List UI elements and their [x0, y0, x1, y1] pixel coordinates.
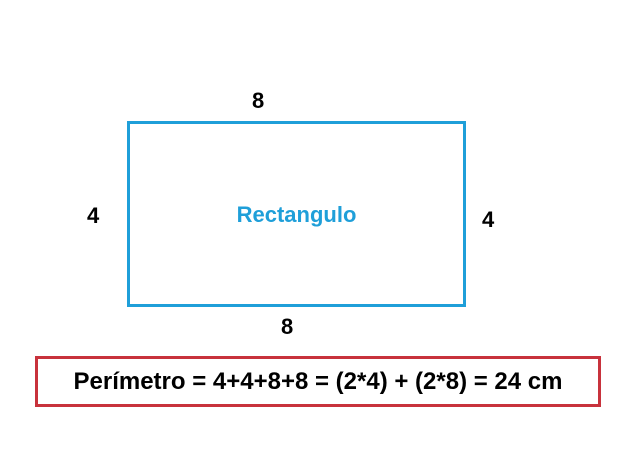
rectangle-shape: Rectangulo [127, 121, 466, 307]
left-side-label: 4 [87, 203, 100, 228]
shape-name-label: Rectangulo [236, 202, 357, 227]
formula-box: Perímetro = 4+4+8+8 = (2*4) + (2*8) = 24… [35, 356, 601, 407]
bottom-side-label: 8 [281, 314, 294, 339]
perimeter-formula: Perímetro = 4+4+8+8 = (2*4) + (2*8) = 24… [73, 367, 563, 395]
top-side-label: 8 [252, 88, 265, 113]
right-side-label: 4 [482, 207, 495, 232]
